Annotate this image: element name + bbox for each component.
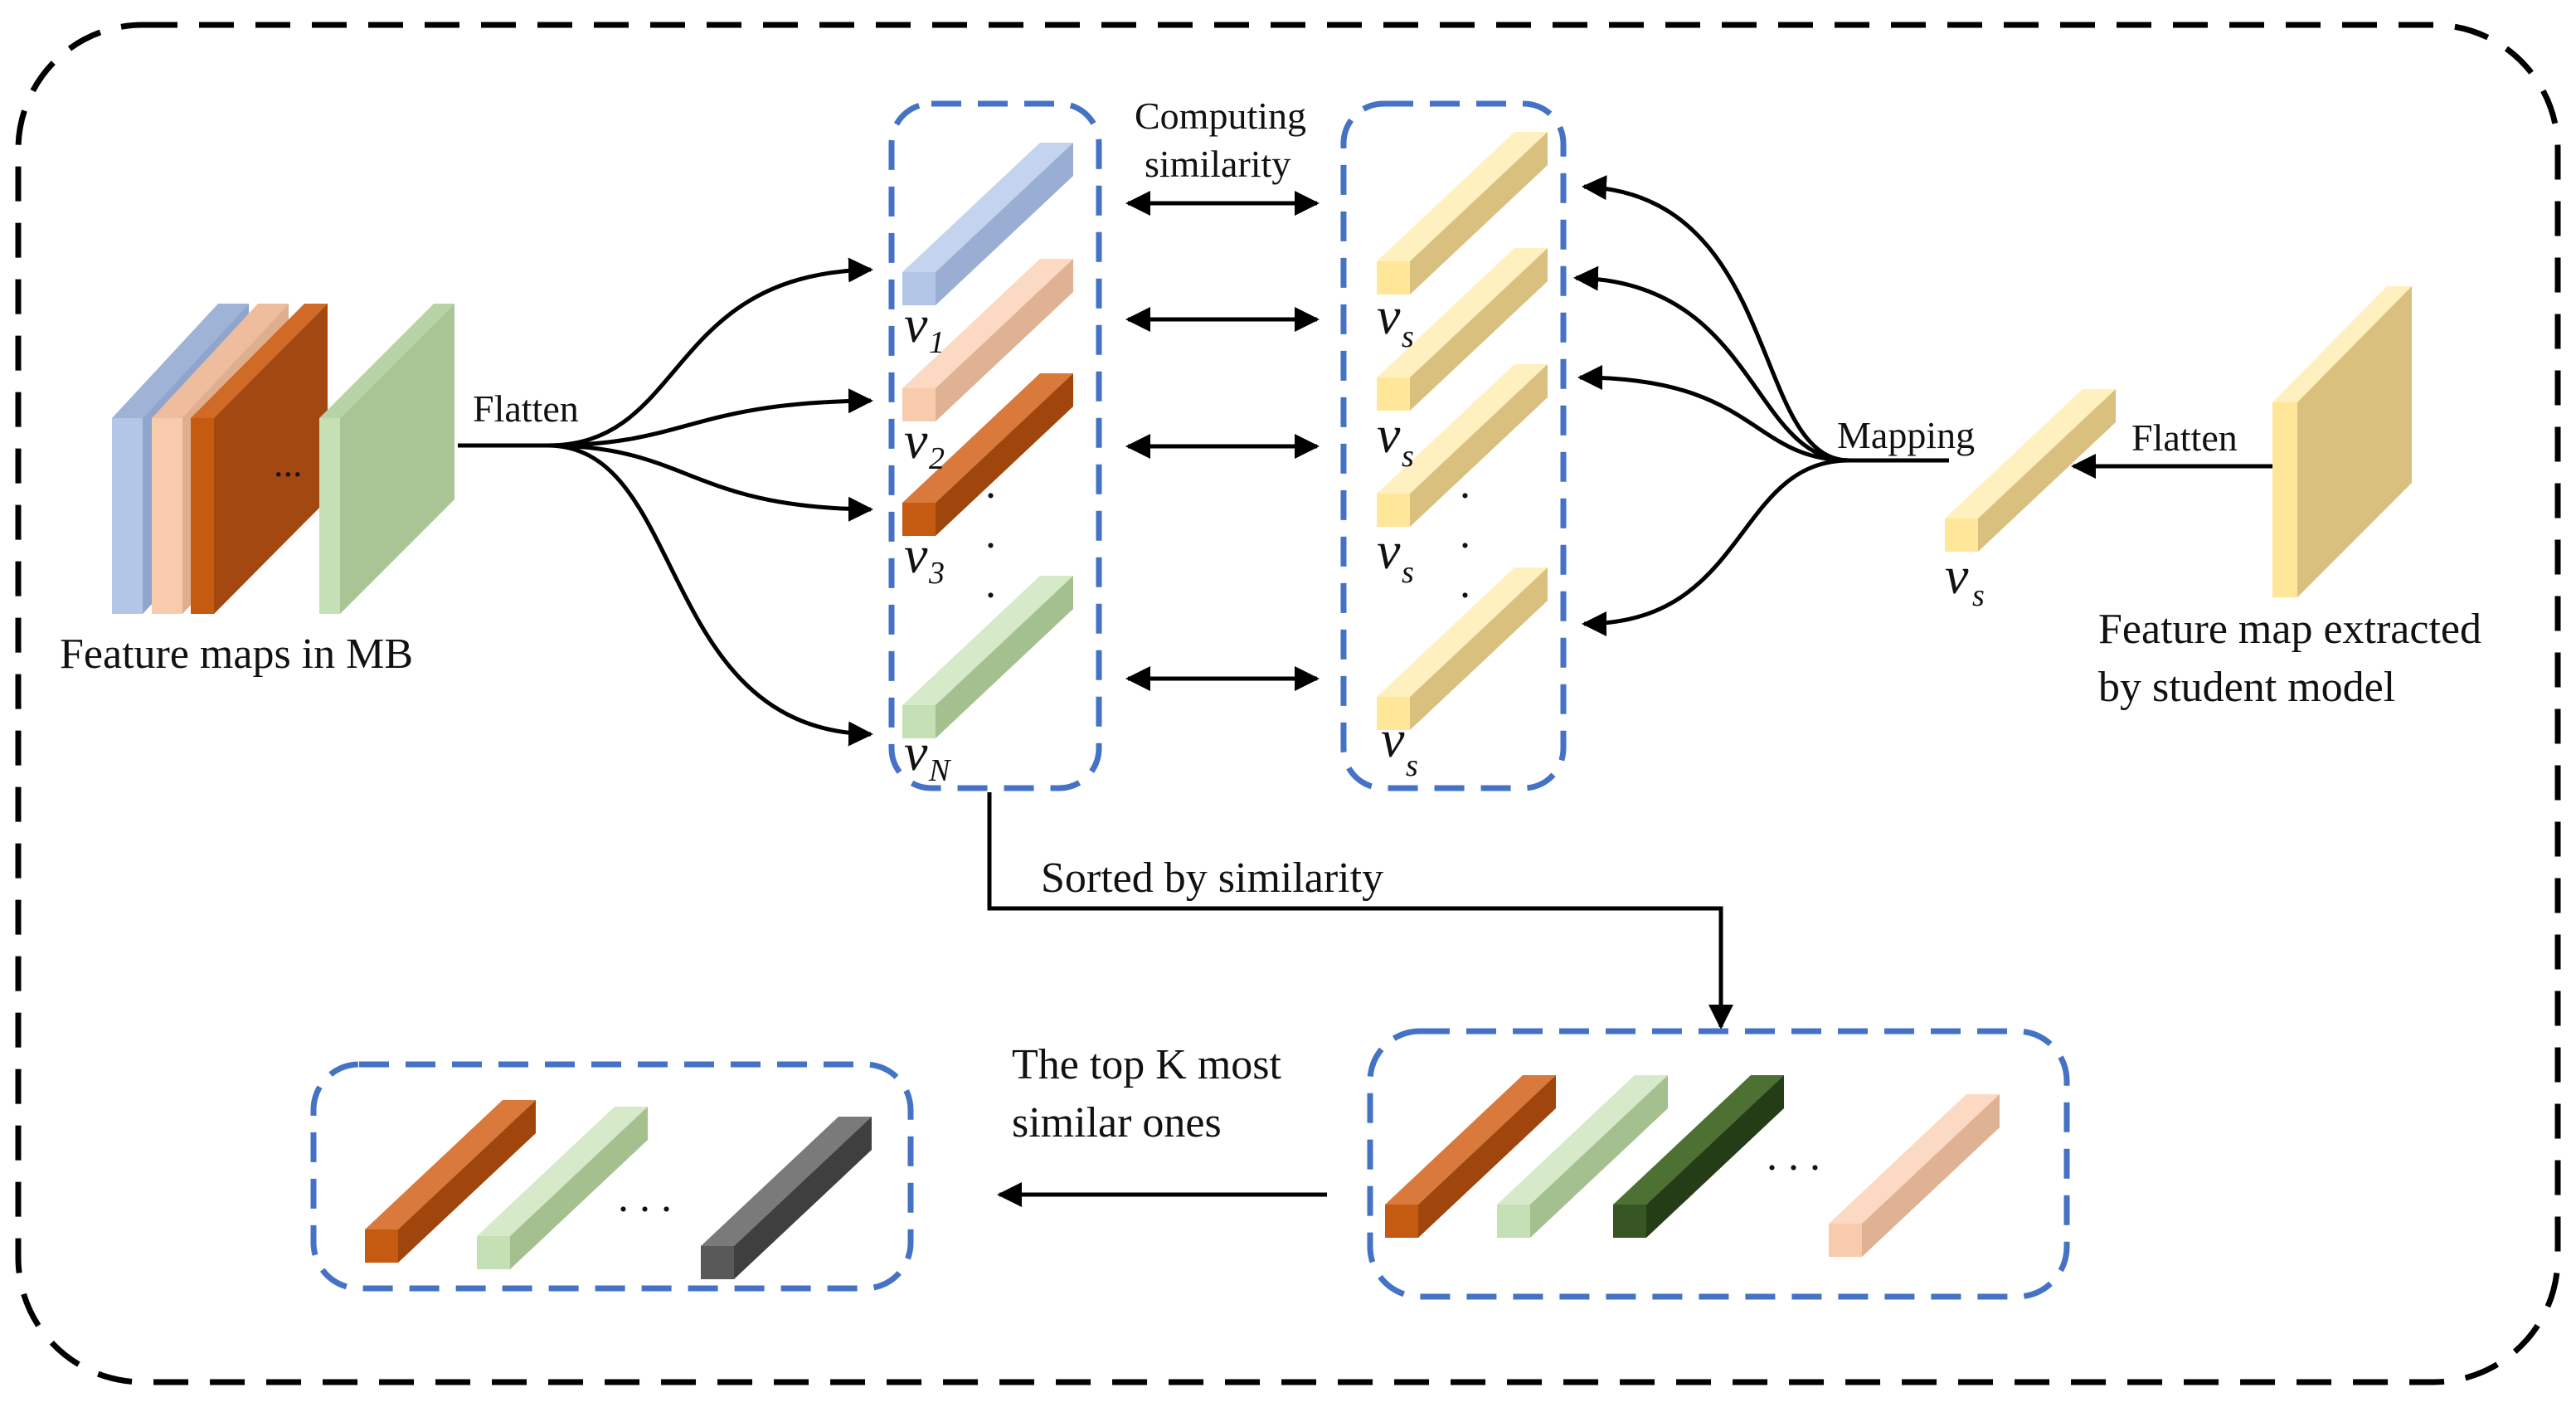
student-vector [1945,389,2116,552]
label-vN: v N [904,723,952,788]
student-vectors-frame [1340,100,1567,791]
student-label-2: by student model [2098,664,2395,711]
mapping-label: Mapping [1837,414,1975,456]
svg-text:.: . [1460,460,1470,508]
label-v2: v 2 [904,411,945,476]
feature-maps-label: Feature maps in MB [60,630,413,678]
svg-text:.: . [985,560,996,607]
teacher-vectors-frame [888,100,1102,791]
feature-map-orange [191,304,328,614]
mapping-arrows [1573,175,1850,636]
sorted-dots: . . . [1767,1132,1820,1180]
flatten-left-label: Flatten [473,387,579,430]
label-vs-2: v s [1377,405,1414,474]
outer-frame [15,22,2561,1385]
label-vs-4: v s [1381,709,1418,783]
label-vs-1: v s [1377,286,1414,354]
svg-text:1: 1 [929,325,945,360]
vector-vN [902,576,1073,738]
topk-vector-gray [701,1117,872,1279]
svg-text:s: s [1402,555,1414,590]
svg-text:v: v [904,295,928,353]
student-vector-1 [1377,132,1548,295]
sorted-vector-peach [1829,1094,2000,1257]
svg-text:.: . [1460,510,1470,557]
student-label-1: Feature map extracted [2098,606,2481,653]
student-vector-2 [1377,248,1548,411]
sorted-label: Sorted by similarity [1041,854,1383,902]
svg-text:.: . [1460,560,1470,607]
svg-text:s: s [1406,748,1418,783]
label-vs-student: v s [1945,546,1985,613]
vector-v2 [902,259,1073,421]
svg-text:s: s [1402,319,1414,354]
topk-label-2: similar ones [1012,1099,1222,1147]
label-v3: v 3 [904,525,945,591]
sorted-frame [1367,1028,2070,1300]
teacher-dots: . . . [985,460,996,607]
topk-label-1: The top K most [1012,1041,1282,1088]
flatten-right-label: Flatten [2131,416,2238,459]
svg-text:v: v [904,525,928,584]
fan-arrows-left [547,257,873,747]
topk-vector-orange [365,1100,536,1263]
topk-frame [310,1061,914,1292]
student-vector-4 [1377,567,1548,730]
vector-v1 [902,143,1073,305]
sorted-vector-green-light [1497,1075,1668,1238]
svg-text:v: v [904,723,928,781]
label-vs-3: v s [1377,521,1414,590]
computing-label-1: Computing [1135,95,1306,137]
similarity-arrows [1125,191,1320,691]
svg-text:s: s [1972,578,1985,613]
sorted-connector [987,792,1733,1030]
svg-text:N: N [928,753,952,788]
svg-text:v: v [1945,546,1969,605]
computing-label-2: similarity [1145,143,1290,185]
svg-text:.: . [985,460,996,508]
svg-text:3: 3 [928,556,945,591]
feature-map-green [319,304,454,614]
sorted-vector-green-dark [1613,1075,1784,1238]
svg-text:v: v [904,411,928,470]
maps-ellipsis: ... [274,442,303,484]
svg-text:v: v [1377,521,1401,580]
feature-maps-mb: ... [112,304,454,614]
topk-vector-green-light [477,1107,648,1269]
topk-dots: . . . [618,1174,672,1221]
student-dots: . . . [1460,460,1470,607]
svg-text:v: v [1377,405,1401,464]
svg-text:s: s [1402,439,1414,474]
svg-text:v: v [1381,709,1405,768]
student-vector-3 [1377,364,1548,527]
vector-v3 [902,373,1073,536]
svg-text:2: 2 [929,441,945,476]
svg-text:.: . [985,510,996,557]
label-v1: v 1 [904,295,945,360]
sorted-vector-orange [1385,1075,1556,1238]
svg-text:v: v [1377,286,1401,345]
student-feature-map [2272,286,2412,597]
